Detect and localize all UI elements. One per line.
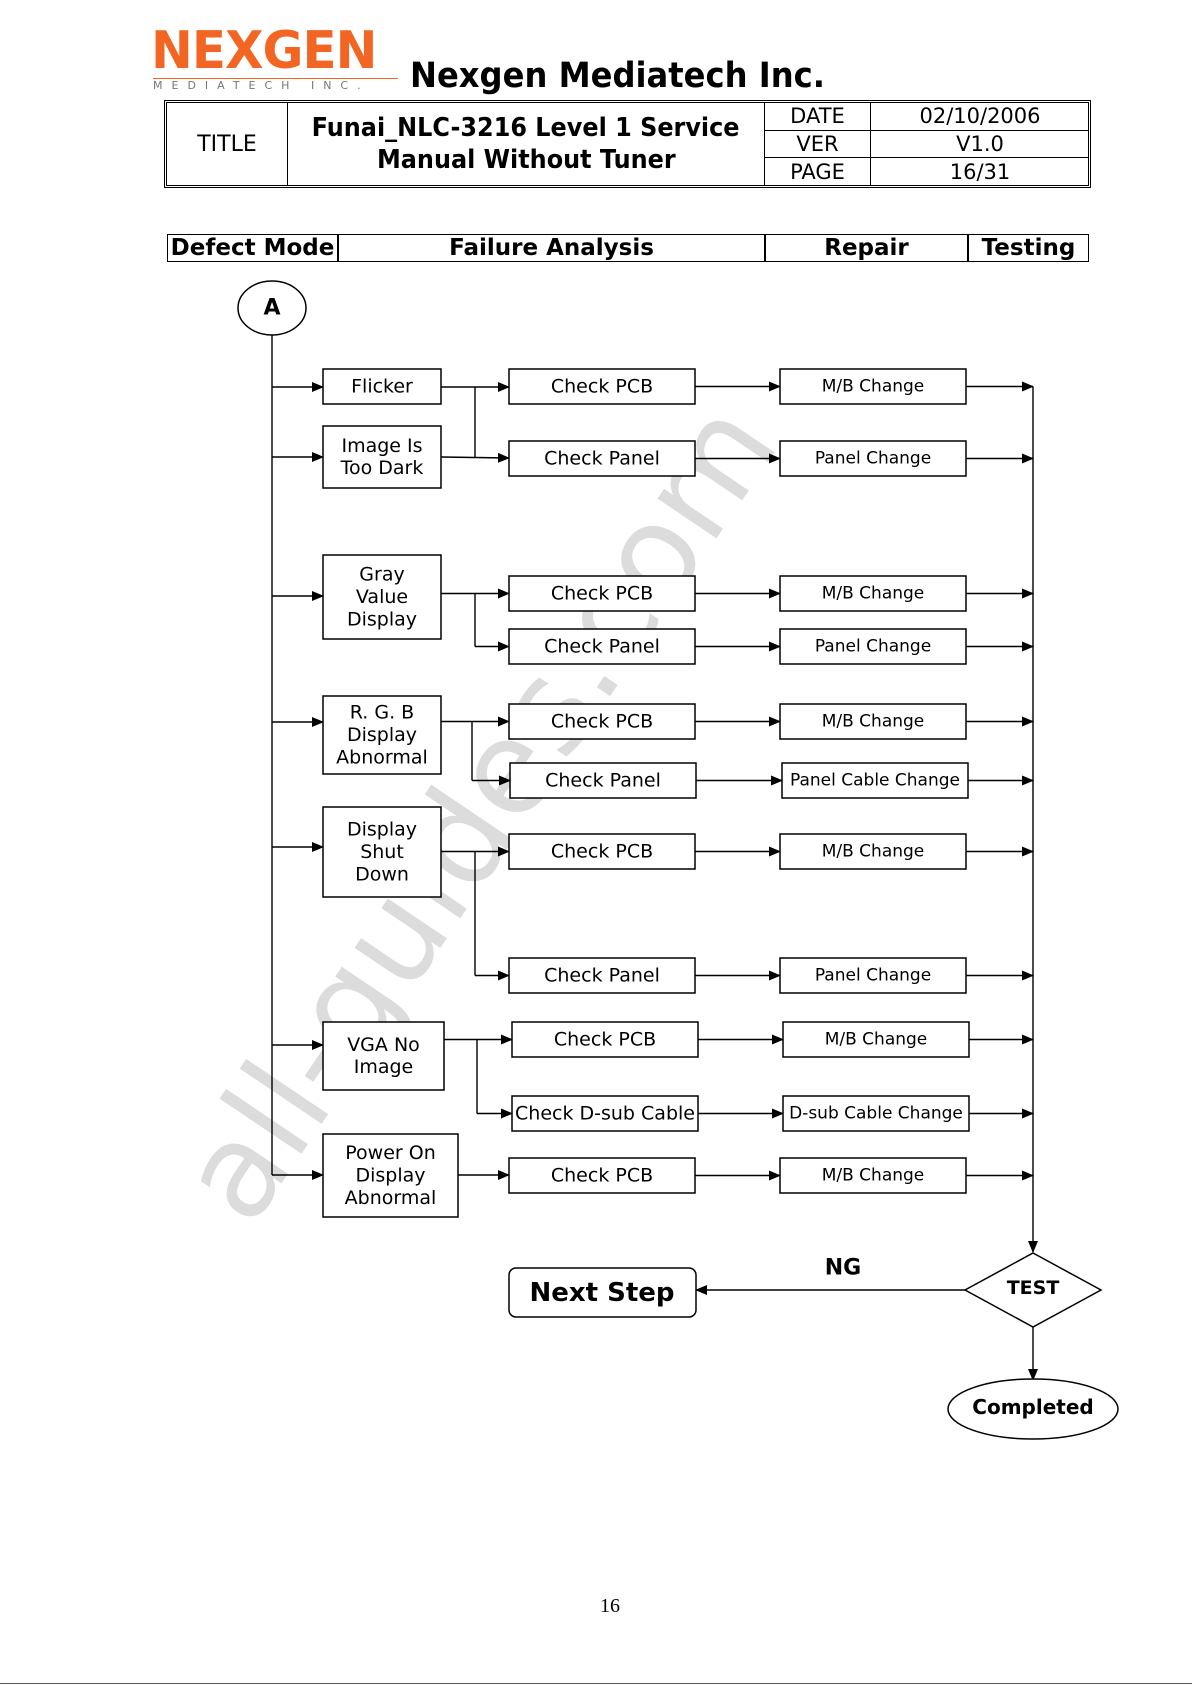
check-box-5 [508,703,696,740]
check-box-6 [509,762,697,799]
column-repair: Repair [824,235,909,261]
check-box-10-text: Check D-sub Cable [515,1103,695,1125]
ver-value: V1.0 [956,132,1004,156]
check-box-8-text: Check Panel [544,965,660,987]
repair-box-11-text: M/B Change [822,1166,925,1186]
ver-label: VER [796,132,839,156]
column-header-bar [167,234,1089,262]
check-box-4-text: Check Panel [544,636,660,658]
defect-box-6 [322,1021,445,1091]
title-label: TITLE [197,131,257,157]
test-decision-text: TEST [1007,1277,1060,1299]
check-box-10 [511,1095,699,1132]
repair-box-1-text: M/B Change [822,377,925,397]
document-title-line-1: Funai_NLC-3216 Level 1 Service [312,113,740,143]
date-value: 02/10/2006 [919,104,1041,128]
repair-box-3-text: M/B Change [822,584,925,604]
defect-box-4-text: R. G. B [350,702,414,724]
column-failure-analysis: Failure Analysis [449,235,654,261]
defect-box-2 [322,425,442,489]
next-step-box [508,1267,697,1318]
repair-box-6 [781,762,969,799]
defect-box-5-text: Shut [360,841,404,863]
company-name: Nexgen Mediatech Inc. [410,56,825,96]
page-value: 16/31 [949,160,1011,184]
check-box-7-text: Check PCB [551,841,653,863]
defect-box-7-text: Power On [345,1142,435,1164]
defect-box-1-text: Flicker [351,376,413,398]
repair-box-8-text: Panel Change [815,966,931,986]
header-table [164,100,1091,188]
next-step-box-text: Next Step [529,1278,674,1308]
defect-box-4 [322,695,442,775]
check-box-6-text: Check Panel [545,770,661,792]
check-box-4 [508,628,696,665]
repair-box-6-text: Panel Cable Change [790,771,960,791]
repair-box-11 [779,1157,967,1194]
defect-box-5 [322,806,442,898]
column-defect-mode: Defect Mode [170,235,335,261]
repair-box-1 [779,368,967,405]
check-box-11 [508,1157,696,1194]
column-testing: Testing [981,235,1076,261]
document-title-line-2: Manual Without Tuner [376,145,676,175]
bottom-rule [0,1683,1192,1684]
repair-box-7 [779,833,967,870]
check-box-9-text: Check PCB [554,1029,656,1051]
repair-box-2 [779,440,967,477]
check-box-2-text: Check Panel [544,448,660,470]
repair-box-4 [779,628,967,665]
defect-box-7 [322,1133,459,1218]
defect-box-6-text: VGA No [347,1034,420,1056]
check-box-9 [511,1021,699,1058]
defect-box-3-text: Display [347,608,417,630]
repair-box-9 [782,1021,970,1058]
repair-box-4-text: Panel Change [815,637,931,657]
defect-box-7-text: Display [355,1165,425,1187]
defect-box-2-text: Image Is [341,435,422,457]
check-box-1 [508,368,696,405]
defect-box-4-text: Abnormal [336,746,428,768]
defect-box-3 [322,554,442,640]
defect-box-2-text: Too Dark [340,457,424,479]
start-connector-a [237,280,307,336]
repair-box-5-text: M/B Change [822,712,925,732]
page-label: PAGE [790,160,845,184]
start-connector-a-text: A [263,296,280,321]
check-box-7 [508,833,696,870]
repair-box-8 [779,957,967,994]
nexgen-logo: NEXGEN [151,21,377,81]
defect-box-3-text: Value [356,586,408,608]
check-box-8 [508,957,696,994]
repair-box-2-text: Panel Change [815,449,931,469]
date-label: DATE [790,104,845,128]
page-number: 16 [600,1595,620,1617]
completed-terminal [947,1378,1119,1440]
defect-box-6-text: Image [354,1056,414,1078]
defect-box-3-text: Gray [359,564,404,586]
check-box-3 [508,575,696,612]
check-box-1-text: Check PCB [551,376,653,398]
nexgen-logo-subtext: MEDIATECH INC. [153,78,398,93]
defect-box-5-text: Down [355,863,409,885]
repair-box-10 [782,1095,970,1132]
repair-box-10-text: D-sub Cable Change [789,1104,963,1124]
defect-box-5-text: Display [347,819,417,841]
repair-box-9-text: M/B Change [825,1030,928,1050]
defect-box-1 [322,368,442,405]
test-decision [963,1252,1103,1328]
repair-box-3 [779,575,967,612]
ng-label: NG [825,1256,861,1281]
repair-box-5 [779,703,967,740]
repair-box-7-text: M/B Change [822,842,925,862]
document-title: Funai_NLC-3216 Level 1 Service Manual Wi… [288,103,764,185]
completed-terminal-text: Completed [972,1395,1093,1419]
defect-box-4-text: Display [347,724,417,746]
check-box-5-text: Check PCB [551,711,653,733]
check-box-3-text: Check PCB [551,583,653,605]
defect-box-7-text: Abnormal [345,1187,437,1209]
check-box-2 [508,440,696,477]
check-box-11-text: Check PCB [551,1165,653,1187]
